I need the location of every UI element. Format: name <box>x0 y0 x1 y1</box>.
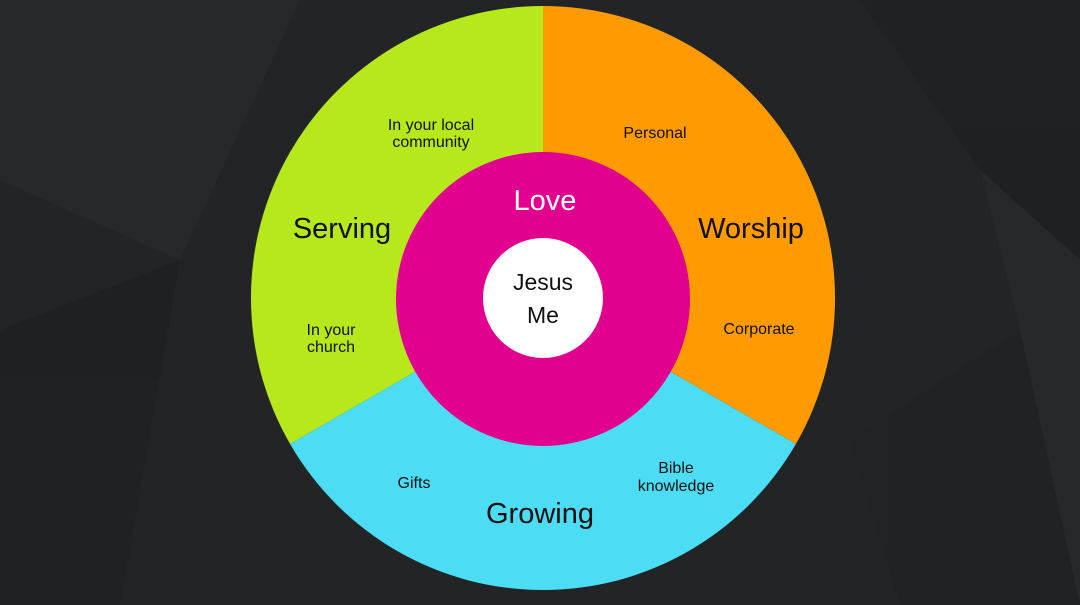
serving-item-church-1: In your <box>307 322 357 339</box>
serving-item-church-2: church <box>307 339 355 356</box>
center-circle <box>483 238 603 358</box>
love-label: Love <box>514 185 577 217</box>
center-line2: Me <box>527 302 559 328</box>
serving-label: Serving <box>293 213 391 245</box>
growing-label: Growing <box>486 498 594 530</box>
growing-item-gifts: Gifts <box>398 475 431 492</box>
serving-item-community-2: community <box>392 134 469 151</box>
serving-item-community-1: In your local <box>388 117 474 134</box>
worship-item-corporate: Corporate <box>723 321 794 338</box>
growing-item-bible-2: knowledge <box>638 478 715 495</box>
worship-label: Worship <box>698 213 804 245</box>
worship-item-personal: Personal <box>623 125 686 142</box>
center-line1: Jesus <box>513 269 573 295</box>
growing-item-bible-1: Bible <box>658 460 694 477</box>
